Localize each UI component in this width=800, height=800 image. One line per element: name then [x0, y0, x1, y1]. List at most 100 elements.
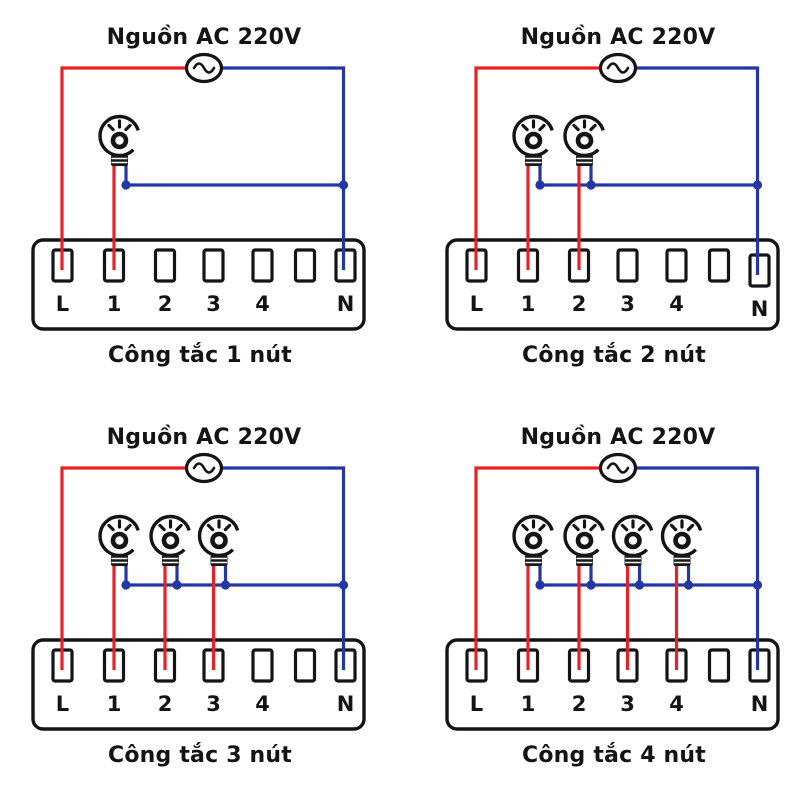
sine-wave-glyph [606, 462, 630, 474]
junction-dot [220, 580, 231, 590]
terminal-label-1: 1 [107, 292, 122, 316]
diagram-caption: Công tắc 4 nút [522, 743, 706, 768]
terminal-box-N [334, 248, 357, 283]
bulb-screw-base [111, 155, 128, 166]
terminal-box-4 [665, 248, 688, 283]
terminal-label-3: 3 [620, 692, 635, 716]
junction-dot [121, 180, 131, 190]
bulb-screw-base [525, 555, 542, 566]
bulb-ray [572, 523, 580, 532]
bulb-ray [175, 523, 183, 532]
junction-dot [338, 580, 349, 590]
junction-dot [752, 180, 763, 190]
neutral-wire-main [635, 466, 760, 670]
terminal-label-4: 4 [669, 692, 684, 716]
sine-wave-glyph [192, 62, 216, 74]
terminal-box-blank [707, 648, 731, 683]
bulb-screw-base [162, 555, 179, 566]
terminal-label-3: 3 [206, 292, 221, 316]
live-wire-main [474, 466, 601, 670]
bulb-filament-ring [210, 531, 228, 550]
bulb-screw-base [576, 155, 593, 166]
bulb-filament-ring [575, 531, 594, 550]
terminal-label-1: 1 [521, 692, 536, 716]
sine-wave-glyph [192, 462, 216, 474]
junction-dot [683, 580, 694, 590]
live-wire-main [60, 66, 187, 270]
terminal-label-3: 3 [206, 692, 221, 716]
bulb-ray [669, 523, 678, 532]
terminal-label-N: N [751, 692, 769, 716]
terminal-box-blank [293, 248, 317, 283]
diagram-caption: Công tắc 1 nút [108, 343, 292, 368]
terminal-label-L: L [56, 692, 69, 716]
bulb-ray [620, 523, 629, 532]
bulb-ray [572, 123, 580, 132]
power-source-label: Nguồn AC 220V [106, 425, 302, 450]
neutral-wire-main [221, 466, 346, 670]
terminal-label-L: L [470, 292, 483, 316]
junction-dot [121, 580, 131, 590]
wiring-graphic-2: L 1 2 3 4 N [445, 52, 780, 331]
live-wire-main [474, 66, 601, 270]
terminal-box-N [334, 648, 357, 683]
terminal-label-3: 3 [620, 292, 635, 316]
bulb-ray [589, 523, 597, 532]
terminal-box-3 [616, 248, 639, 283]
bulb-ray [686, 523, 695, 532]
bulb-ray [637, 523, 646, 532]
bulb-screw-base [525, 155, 542, 166]
bulb-ray [206, 523, 215, 532]
junction-dot [338, 180, 349, 190]
terminal-box-blank [707, 248, 731, 283]
bulb-ray [124, 123, 132, 132]
terminal-box-2 [153, 248, 177, 283]
bulb-filament-ring [624, 531, 642, 550]
terminal-box-N [748, 253, 771, 288]
bulb-ray [521, 523, 529, 532]
terminal-label-1: 1 [107, 692, 122, 716]
terminal-label-4: 4 [255, 292, 270, 316]
diagram-caption: Công tắc 3 nút [108, 743, 292, 768]
bulb-ray [107, 523, 115, 532]
bulb-filament-ring [110, 531, 129, 550]
bulb-filament-ring [673, 531, 691, 550]
bulb-filament-ring [110, 131, 129, 150]
terminal-box-blank [293, 648, 317, 683]
terminal-label-1: 1 [521, 292, 536, 316]
terminal-box-4 [251, 648, 274, 683]
sine-wave-glyph [606, 62, 630, 74]
bulb-ray [107, 123, 115, 132]
bulb-filament-ring [524, 531, 543, 550]
bulb-ray [124, 523, 132, 532]
bulb-screw-base [576, 555, 593, 566]
terminal-label-N: N [751, 297, 769, 321]
junction-dot [586, 180, 596, 190]
power-source-label: Nguồn AC 220V [520, 425, 716, 450]
bulb-screw-base [624, 555, 642, 566]
junction-dot [535, 580, 545, 590]
terminal-box-3 [202, 248, 225, 283]
terminal-label-N: N [337, 692, 355, 716]
terminal-label-2: 2 [158, 292, 173, 316]
bulb-ray [521, 123, 529, 132]
junction-dot [752, 580, 763, 590]
terminal-label-2: 2 [572, 692, 587, 716]
neutral-wire-main [635, 66, 760, 275]
terminal-label-N: N [337, 292, 355, 316]
bulb-ray [538, 523, 546, 532]
terminal-label-L: L [56, 292, 69, 316]
junction-dot [535, 180, 545, 190]
terminal-label-2: 2 [572, 292, 587, 316]
terminal-label-4: 4 [669, 292, 684, 316]
junction-dot [634, 580, 645, 590]
bulb-ray [589, 123, 597, 132]
terminal-box-4 [251, 248, 274, 283]
bulb-filament-ring [161, 531, 180, 550]
bulb-ray [158, 523, 166, 532]
